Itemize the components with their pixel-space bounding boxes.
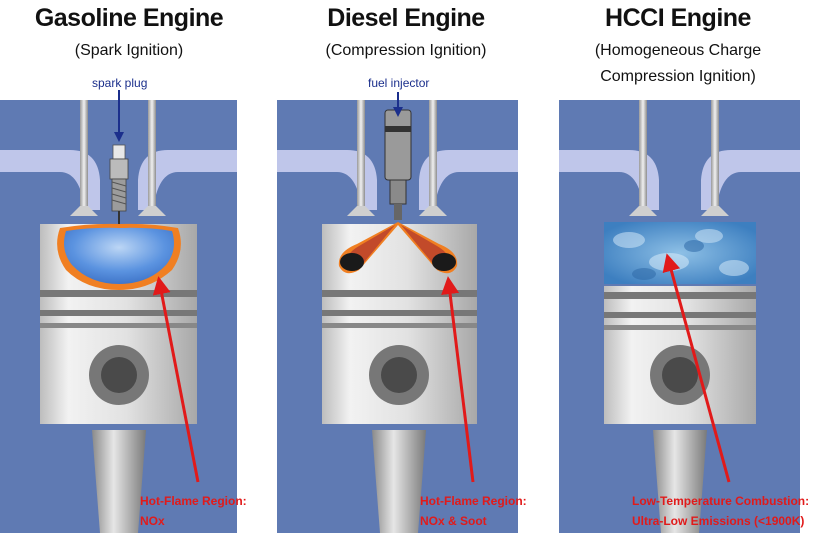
fuel-injector-label: fuel injector (368, 76, 430, 90)
valve-head-right (419, 206, 447, 216)
piston-ring (40, 290, 197, 297)
piston-ring (322, 310, 477, 316)
piston-ring (604, 325, 756, 330)
valve-stem-left (639, 100, 647, 210)
panel-subtitle: (Spark Ignition) (74, 42, 184, 59)
panel-gasoline: Gasoline Engine (Spark Ignition) spark p… (0, 0, 258, 533)
piston-ring (604, 312, 756, 318)
panel-hcci: HCCI Engine (Homogeneous Charge Compress… (559, 0, 817, 533)
connecting-rod (372, 430, 426, 533)
panel-subtitle: (Homogeneous Charge Compression Ignition… (594, 42, 762, 85)
valve-stem-left (80, 100, 88, 210)
connecting-rod (92, 430, 146, 533)
fuel-spray-left (338, 222, 398, 274)
callout-text: Hot-Flame Region: NOx (140, 494, 247, 528)
valve-head-left (347, 206, 375, 216)
charge-mottling (613, 229, 749, 280)
wrist-pin (662, 357, 698, 393)
fuel-spray-right (398, 222, 458, 274)
valve-stem-right (148, 100, 156, 210)
valve-head-right (701, 206, 729, 216)
fuel-injector (384, 109, 412, 220)
valve-stem-left (357, 100, 365, 210)
callout-pointer (662, 253, 731, 483)
valve-head-left (629, 206, 657, 216)
hot-flame-region (64, 227, 174, 284)
diesel-engine-illustration (277, 92, 518, 533)
piston-ring (322, 290, 477, 297)
panel-subtitle: (Compression Ignition) (325, 42, 487, 59)
valve-head-left (70, 206, 98, 216)
piston-ring (40, 323, 197, 328)
hcci-engine-illustration (559, 100, 800, 533)
intake-port (0, 150, 100, 210)
exhaust-port (138, 150, 237, 210)
piston-ring (604, 292, 756, 299)
gasoline-engine-illustration (0, 90, 237, 533)
valve-stem-right (711, 100, 719, 210)
callout-pointer (441, 276, 475, 483)
wrist-pin (101, 357, 137, 393)
piston-ring (322, 323, 477, 328)
exhaust-port (419, 150, 518, 210)
panel-diesel: Diesel Engine (Compression Ignition) fue… (277, 0, 535, 533)
intake-port (277, 150, 377, 210)
panel-title: Gasoline Engine (34, 4, 224, 32)
exhaust-port (701, 150, 800, 210)
intake-port (559, 150, 659, 210)
callout-text: Low-Temperature Combustion: Ultra-Low Em… (632, 494, 810, 528)
valve-stem-right (429, 100, 437, 210)
callout-pointer (152, 276, 200, 483)
panel-title: Diesel Engine (327, 4, 485, 32)
connecting-rod (653, 430, 707, 533)
spark-plug (109, 144, 129, 232)
piston-ring (40, 310, 197, 316)
wrist-pin (381, 357, 417, 393)
spark-plug-label: spark plug (92, 76, 148, 90)
panel-title: HCCI Engine (605, 4, 751, 32)
callout-text: Hot-Flame Region: NOx & Soot (420, 494, 527, 528)
valve-head-right (138, 206, 166, 216)
